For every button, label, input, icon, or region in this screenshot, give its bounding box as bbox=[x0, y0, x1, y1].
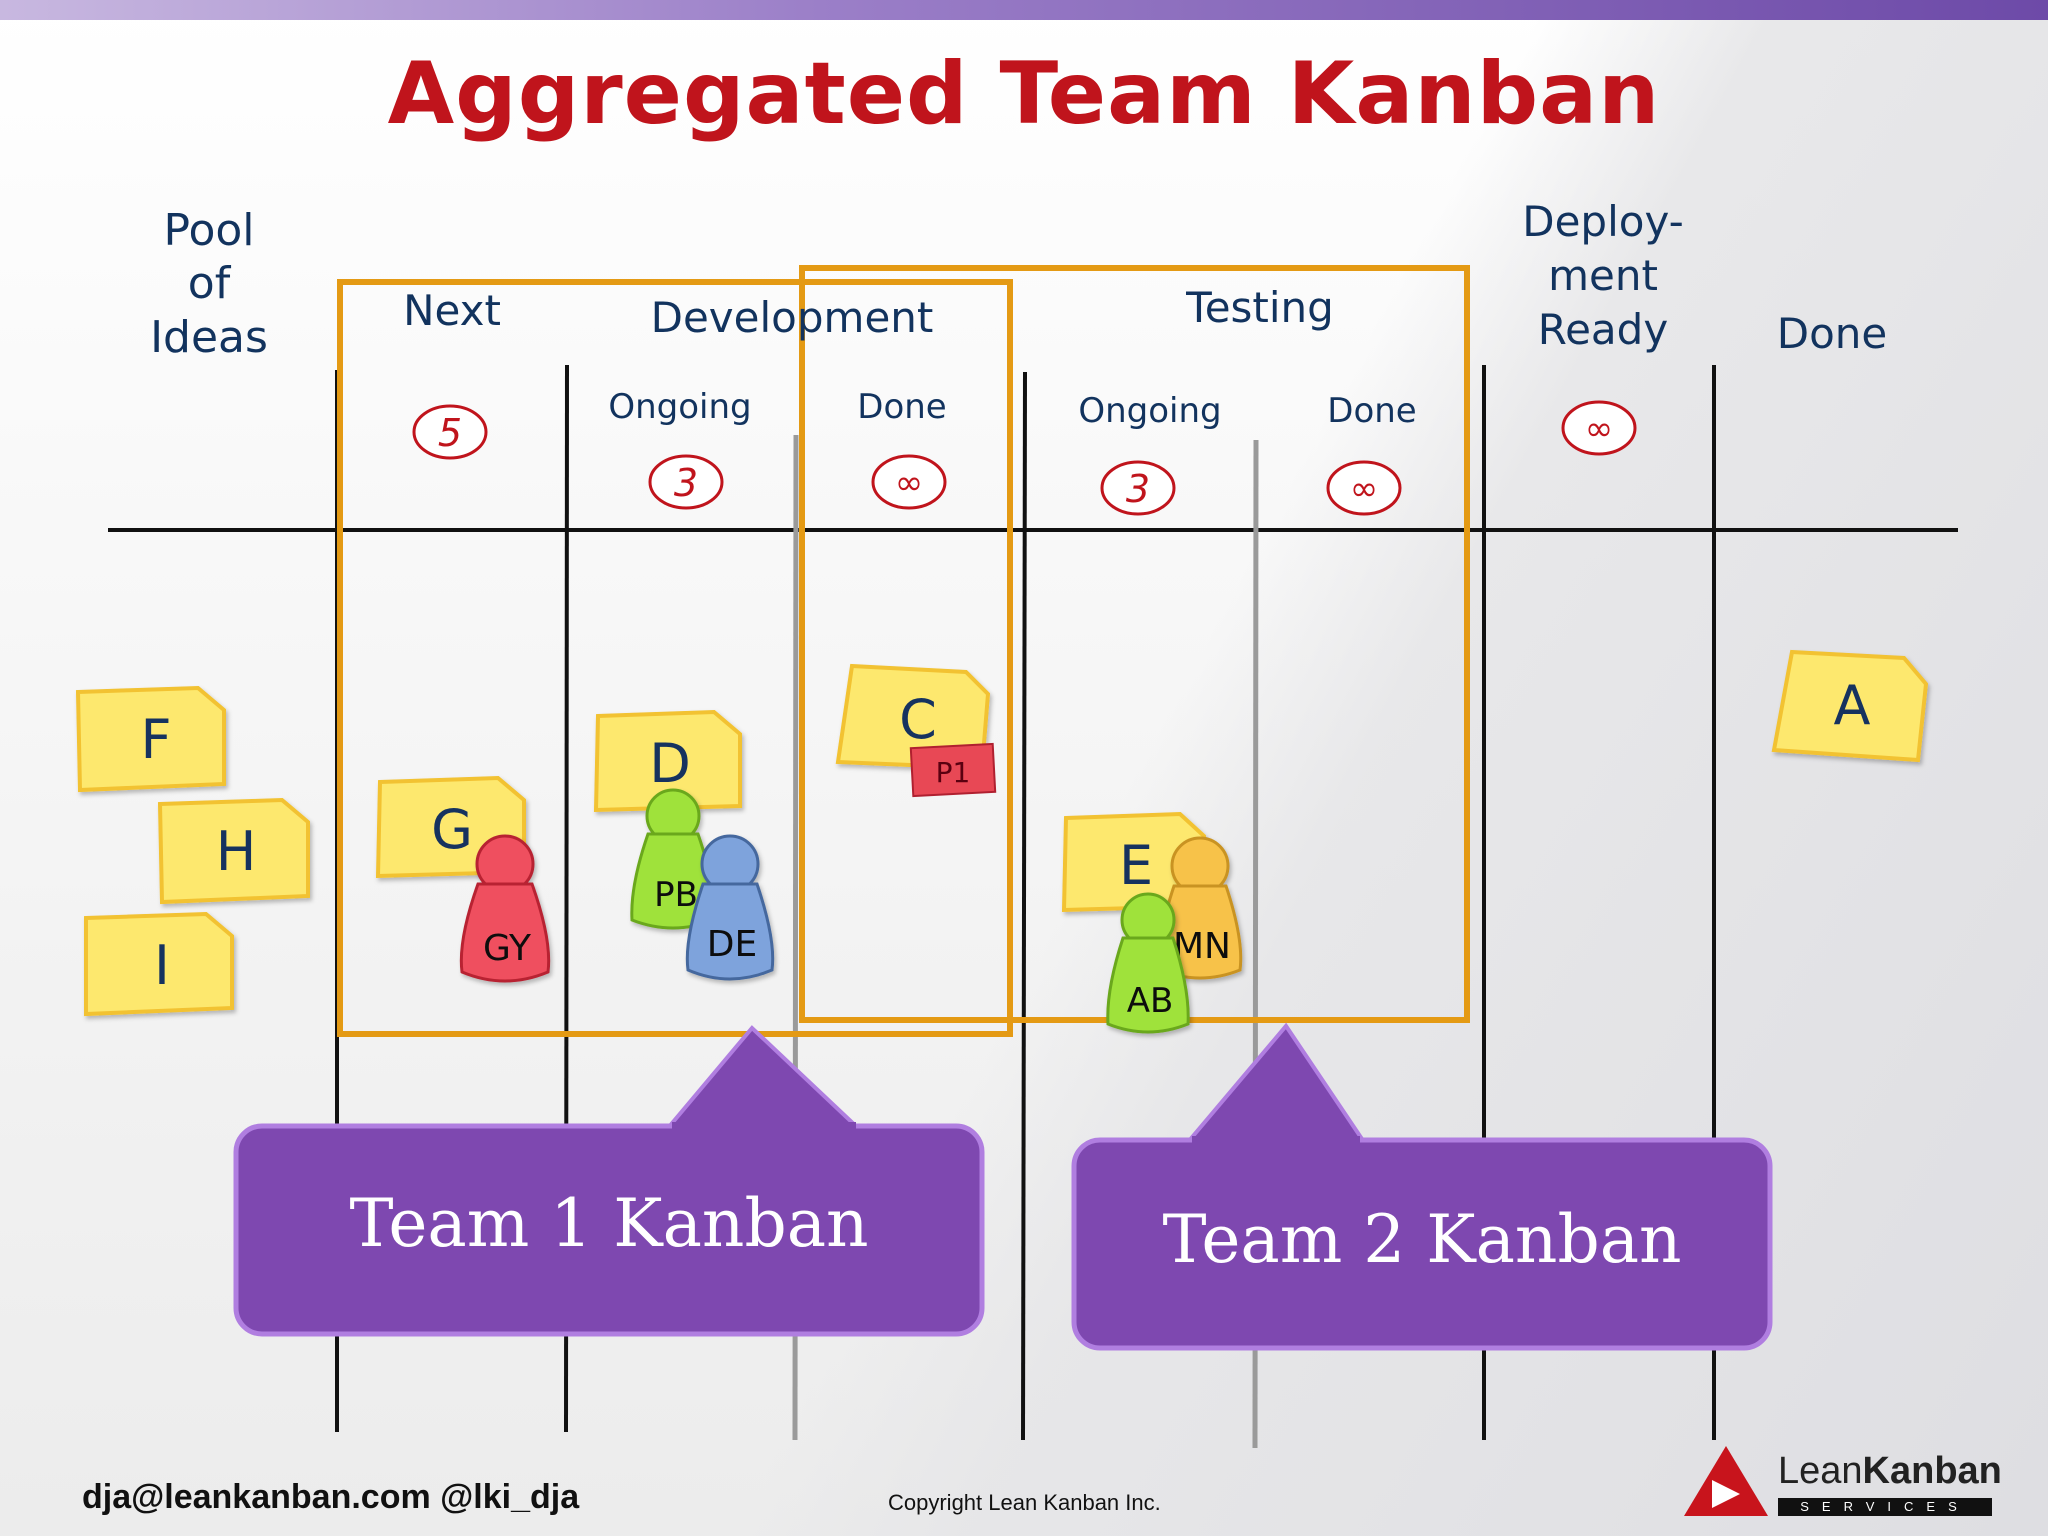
development-header: Development bbox=[651, 293, 934, 342]
team2-callout bbox=[1071, 1137, 1773, 1351]
card-H: H bbox=[157, 797, 310, 905]
next-header: Next bbox=[403, 286, 501, 335]
person-AB: AB bbox=[1106, 892, 1190, 1034]
card-F: F bbox=[75, 685, 226, 793]
top-accent-bar bbox=[0, 0, 2048, 20]
person-DE: DE bbox=[685, 834, 775, 981]
deploy-header-line1: Deploy- bbox=[1522, 197, 1683, 246]
card-C: C bbox=[835, 663, 991, 771]
card-I: I bbox=[84, 911, 234, 1017]
logo-services: SERVICES bbox=[1778, 1498, 1992, 1516]
tag-P1: P1 bbox=[909, 742, 997, 798]
team1-callout bbox=[233, 1123, 985, 1337]
svg-text:3: 3 bbox=[674, 461, 698, 505]
person-GY: GY bbox=[459, 834, 551, 983]
testing-header: Testing bbox=[1185, 283, 1334, 332]
wip-limit-next: 5 bbox=[412, 404, 488, 460]
svg-text:C: C bbox=[899, 688, 937, 751]
wip-limit-deploy: ∞ bbox=[1561, 400, 1637, 456]
pool-header-line3: Ideas bbox=[150, 312, 268, 363]
svg-text:H: H bbox=[216, 820, 257, 883]
deploy-header-line3: Ready bbox=[1538, 305, 1668, 354]
svg-text:MN: MN bbox=[1173, 926, 1231, 967]
svg-text:G: G bbox=[431, 798, 473, 861]
leankanban-logo: LeanKanban SERVICES bbox=[1682, 1442, 2002, 1522]
card-A: A bbox=[1771, 649, 1929, 763]
team1-callout-pointer bbox=[663, 1025, 864, 1130]
svg-text:A: A bbox=[1834, 674, 1871, 737]
svg-text:PB: PB bbox=[654, 875, 698, 915]
team2-callout-pointer bbox=[1183, 1022, 1368, 1144]
team1-frame bbox=[337, 279, 1013, 1037]
test-done-header: Done bbox=[1327, 391, 1416, 431]
svg-text:GY: GY bbox=[483, 928, 532, 969]
dev-ongoing-header: Ongoing bbox=[608, 387, 751, 427]
svg-text:P1: P1 bbox=[936, 756, 971, 789]
dev-done-header: Done bbox=[857, 387, 946, 427]
slide-title: Aggregated Team Kanban bbox=[387, 44, 1661, 144]
contact-info: dja@leankanban.com @lki_dja bbox=[82, 1478, 580, 1516]
wip-limit-test-done: ∞ bbox=[1326, 460, 1402, 516]
svg-text:AB: AB bbox=[1127, 981, 1174, 1021]
svg-text:DE: DE bbox=[707, 924, 757, 965]
wip-limit-test-ongoing: 3 bbox=[1100, 460, 1176, 516]
pool-header-line1: Pool bbox=[163, 205, 254, 256]
svg-text:E: E bbox=[1119, 834, 1153, 897]
copyright: Copyright Lean Kanban Inc. bbox=[888, 1490, 1161, 1515]
column-divider bbox=[1021, 371, 1027, 1441]
svg-text:F: F bbox=[140, 708, 171, 771]
team1-callout-joint bbox=[672, 1122, 856, 1134]
svg-text:D: D bbox=[649, 732, 691, 795]
svg-text:∞: ∞ bbox=[895, 463, 923, 503]
logo-wordmark: LeanKanban bbox=[1778, 1450, 2002, 1492]
svg-text:∞: ∞ bbox=[1350, 469, 1378, 509]
svg-text:I: I bbox=[154, 934, 170, 997]
test-ongoing-header: Ongoing bbox=[1078, 391, 1221, 431]
svg-text:∞: ∞ bbox=[1585, 409, 1613, 449]
svg-text:3: 3 bbox=[1126, 467, 1150, 511]
person-PB: PB bbox=[630, 788, 716, 930]
svg-text:5: 5 bbox=[438, 411, 462, 455]
team2-callout-text: Team 2 Kanban bbox=[1162, 1201, 1681, 1278]
wip-limit-dev-ongoing: 3 bbox=[648, 454, 724, 510]
deploy-header-line2: ment bbox=[1548, 251, 1658, 300]
team2-callout-joint bbox=[1192, 1136, 1360, 1148]
team1-callout-text: Team 1 Kanban bbox=[349, 1185, 868, 1262]
logo-mark-icon bbox=[1684, 1446, 1768, 1516]
pool-header-line2: of bbox=[188, 258, 232, 309]
done-header: Done bbox=[1777, 309, 1888, 358]
wip-limit-dev-done: ∞ bbox=[871, 454, 947, 510]
card-D: D bbox=[593, 709, 742, 813]
